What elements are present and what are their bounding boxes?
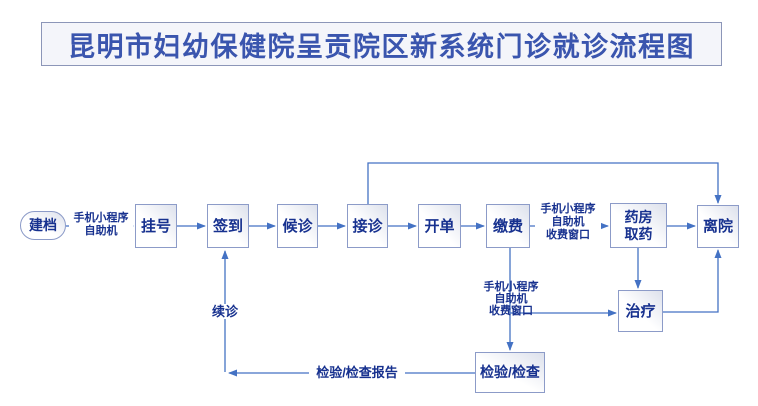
node-consultation: 接诊 [347,204,388,248]
node-register: 挂号 [135,204,177,248]
edge-label-register-channel: 手机小程序 自助机 [69,212,133,238]
node-waiting: 候诊 [277,204,318,248]
edge-label-exam-report: 检验/检查报告 [309,365,405,380]
node-payment: 缴费 [486,204,530,248]
node-create-file: 建档 [20,211,66,240]
edge-label-pharmacy-channel: 手机小程序 自助机 收费窗口 [535,203,601,242]
node-treatment: 治疗 [618,290,663,332]
node-lab-exam: 检验/检查 [475,352,545,393]
node-leave-hospital: 离院 [697,205,739,248]
diagram-title: 昆明市妇幼保健院呈贡院区新系统门诊就诊流程图 [41,22,722,66]
edge-label-exam-channel: 手机小程序 自助机 收费窗口 [483,281,539,317]
edge-label-continue-visit: 续诊 [200,304,250,319]
node-pharmacy: 药房 取药 [610,203,667,248]
node-order: 开单 [418,204,461,248]
node-check-in: 签到 [207,204,249,248]
